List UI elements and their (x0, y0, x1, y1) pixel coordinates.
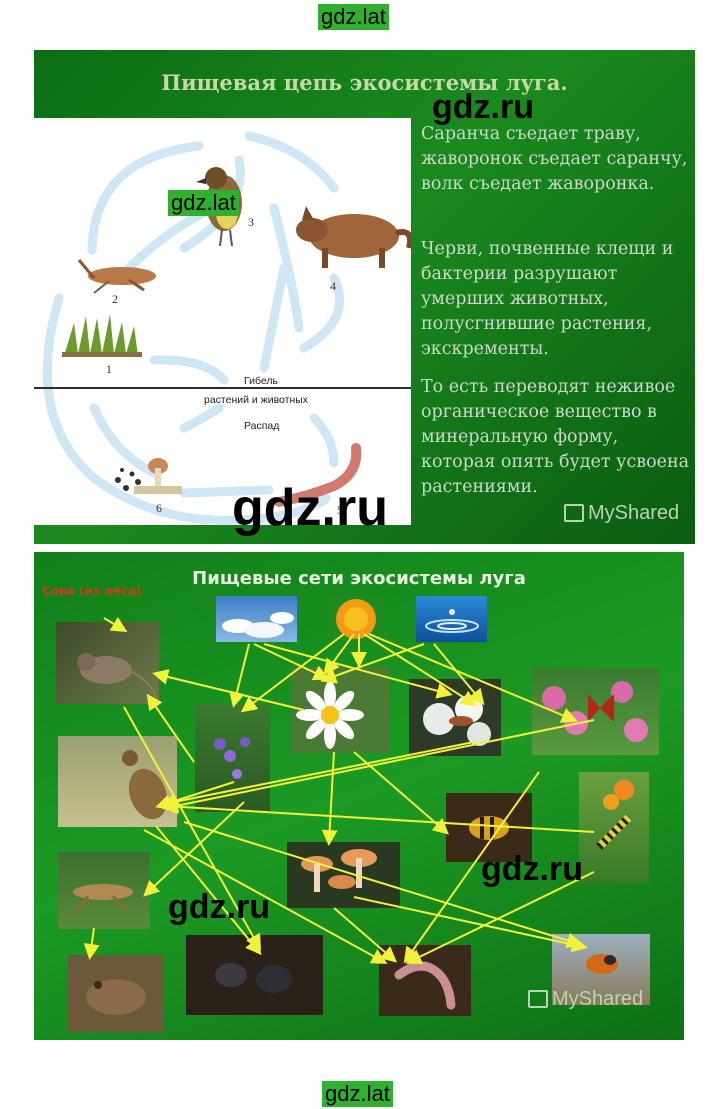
slide-title: Пищевая цепь экосистемы луга. (161, 70, 568, 95)
food-chain-slide: Пищевая цепь экосистемы луга. (34, 50, 695, 544)
web-arrow (363, 633, 478, 707)
text-line: органическое вещество в (421, 402, 657, 422)
wolf-illustration (296, 206, 414, 268)
caterpillar-photo (579, 772, 649, 883)
food-cycle-diagram: 1 2 3 4 5 6 Гибель растений и животных Р… (34, 118, 414, 525)
number-label-1: 1 (106, 362, 112, 376)
text-line: растениями. (421, 477, 538, 497)
web-arrow (103, 616, 128, 633)
web-arrow (253, 643, 330, 681)
mushroom-illustration (115, 458, 182, 494)
grasshopper-illustration (77, 259, 156, 294)
text-paragraph-2: Черви, почвенные клещи и бактерии разруш… (421, 237, 691, 362)
web-arrow (368, 633, 578, 723)
food-web-arrows (83, 616, 595, 964)
web-arrow (152, 669, 305, 711)
myshared-logo: MyShared (564, 502, 679, 525)
web-arrow (403, 771, 540, 964)
text-line: Саранча съедает траву, (421, 124, 641, 144)
web-arrow (240, 633, 345, 713)
presentation-icon (564, 504, 584, 522)
presentation-icon (528, 990, 548, 1008)
web-arrow (353, 751, 450, 835)
brand-label: MyShared (552, 988, 644, 1010)
number-label-2: 2 (112, 292, 118, 306)
slide-title: Пищевые сети экосистемы луга (192, 568, 526, 589)
web-arrow (321, 751, 338, 846)
number-label-3: 3 (248, 215, 254, 229)
watermark-slide2-left: gdz.ru (168, 888, 270, 926)
text-line: волк съедает жаворонка. (421, 174, 655, 194)
mouse-photo (56, 622, 159, 704)
sun-photo (328, 596, 384, 642)
web-arrow (162, 719, 595, 814)
text-line: минеральную форму, (421, 427, 619, 447)
brand-label: MyShared (588, 502, 680, 524)
cycle-numbers: 1 2 3 4 5 6 (106, 215, 343, 517)
text-line: экскременты. (421, 339, 549, 359)
web-arrow (146, 693, 195, 763)
web-arrow (123, 706, 261, 951)
food-web-slide: Пищевые сети экосистемы луга Сова (из ле… (34, 552, 684, 1040)
text-paragraph-1: Саранча съедает траву, жаворонок съедает… (421, 122, 691, 197)
web-arrow (323, 633, 355, 676)
water-drop-photo (416, 596, 487, 642)
web-arrow (320, 643, 425, 684)
web-arrow (433, 643, 485, 706)
death-label-line2: растений и животных (204, 394, 309, 406)
earthworm-illustration (274, 443, 362, 507)
number-label-6: 6 (156, 501, 162, 515)
decay-label: Распад (244, 420, 279, 432)
web-arrow (353, 896, 588, 953)
grass-illustration (62, 314, 142, 357)
text-line: умерших животных, (421, 289, 609, 309)
death-label-line1: Гибель (244, 375, 278, 387)
watermark-bottom: gdz.lat (322, 1081, 393, 1107)
web-arrow (183, 821, 583, 949)
text-line: полусгнившие растения, (421, 314, 653, 334)
web-arrow (143, 829, 388, 964)
watermark-slide1-large: gdz.ru (232, 479, 388, 537)
text-paragraph-3: То есть переводят неживое органическое в… (421, 375, 691, 500)
number-label-5: 5 (337, 503, 343, 517)
sky-clouds-photo (216, 596, 297, 642)
watermark-slide1-cycle: gdz.lat (168, 190, 239, 216)
watermark-top: gdz.lat (318, 4, 389, 30)
web-arrow (405, 871, 595, 964)
text-line: которая опять будет усвоена (421, 452, 690, 472)
web-arrow (155, 781, 235, 810)
text-line: жаворонок съедает саранчу, (421, 149, 688, 169)
myshared-logo: MyShared (528, 988, 643, 1011)
number-label-4: 4 (330, 279, 336, 293)
web-arrow (160, 741, 475, 810)
web-arrow (162, 798, 595, 833)
watermark-slide2-right: gdz.ru (481, 850, 583, 888)
watermark-slide1-center: gdz.ru (432, 88, 534, 126)
text-line: Черви, почвенные клещи и (421, 239, 674, 259)
web-arrow (143, 801, 245, 897)
web-arrow (83, 927, 100, 960)
text-line: То есть переводят неживое (421, 377, 676, 397)
web-arrow (333, 907, 398, 963)
daisy-photo (292, 667, 389, 753)
grasshopper-photo (58, 852, 150, 929)
text-line: бактерии разрушают (421, 264, 618, 284)
owl-label: Сова (из леса) (42, 584, 142, 598)
toad-photo (68, 955, 164, 1032)
